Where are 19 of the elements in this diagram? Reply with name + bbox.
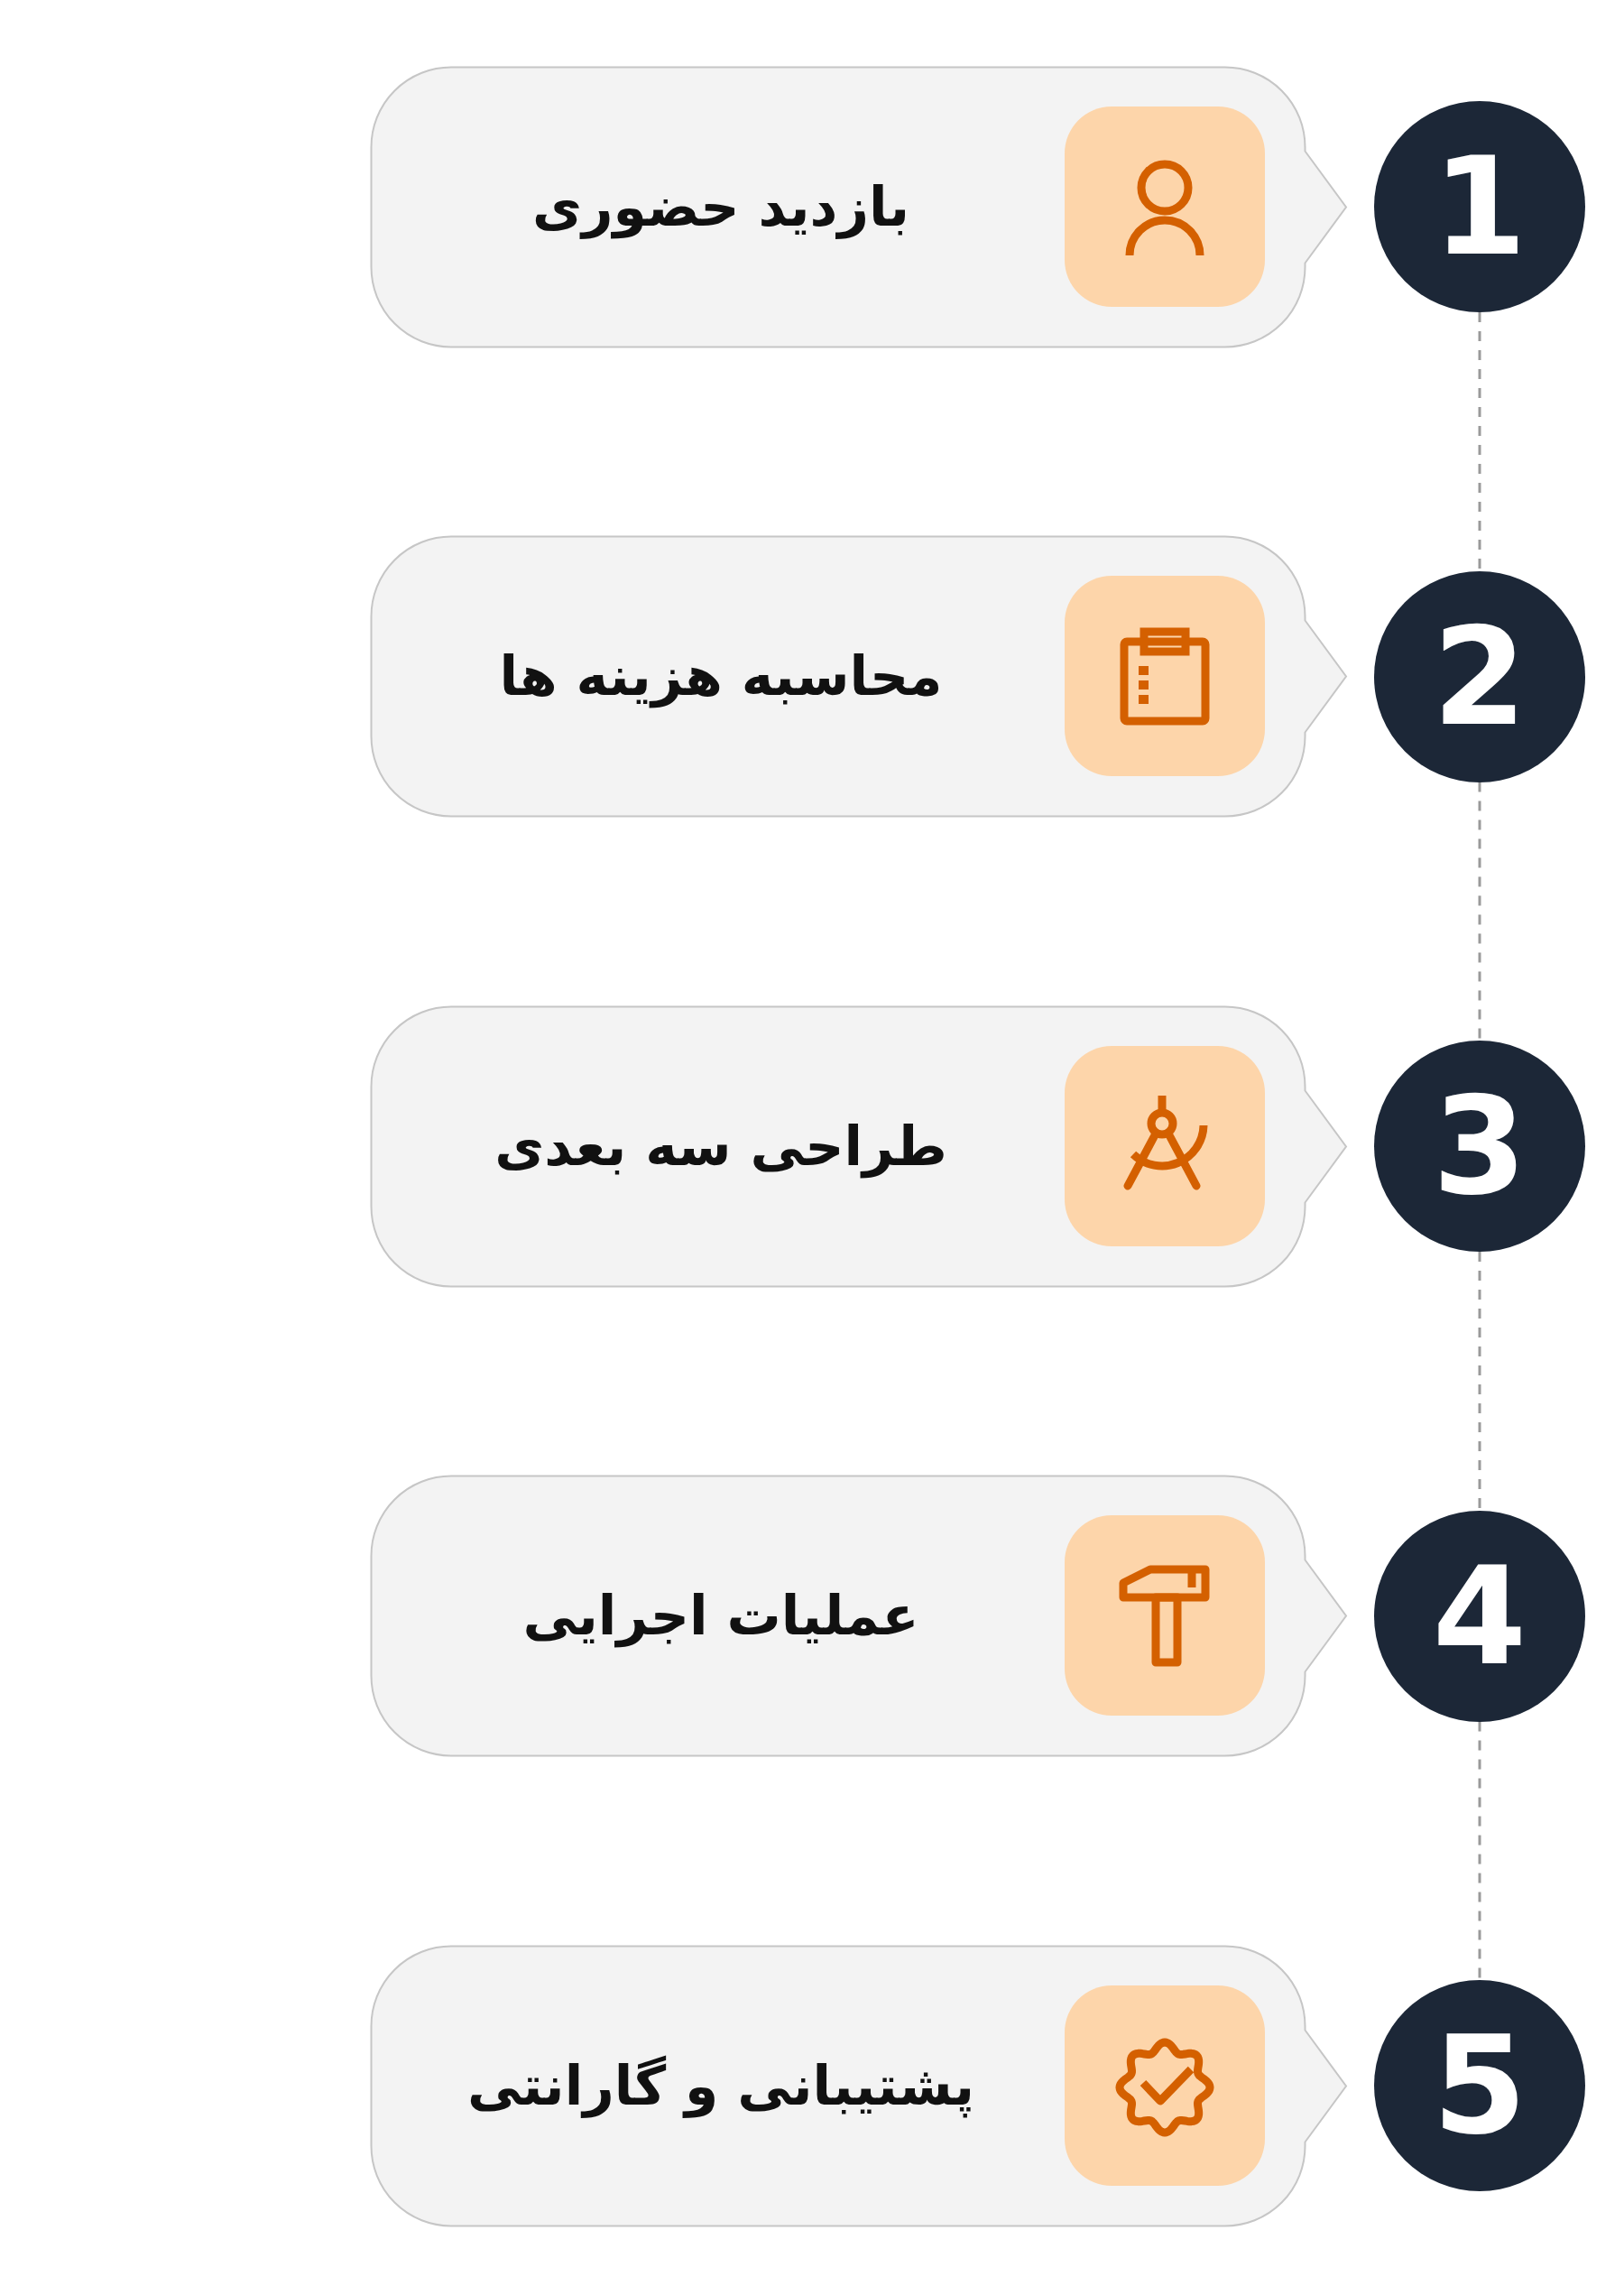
callout-card (370, 535, 1348, 818)
dashed-connector (1478, 1252, 1481, 1511)
step-number: 4 (1432, 1548, 1527, 1684)
callout-card (370, 1944, 1348, 2227)
callout-card (370, 1475, 1348, 1757)
dashed-connector (1478, 1721, 1481, 1980)
step-label: پشتیبانی و گارانتی (466, 2052, 975, 2120)
step-number: 2 (1432, 608, 1527, 745)
dashed-connector (1478, 312, 1481, 571)
step-label: طراحی سه بعدی (494, 1113, 947, 1180)
step-number: 1 (1432, 139, 1527, 274)
step-number: 3 (1432, 1078, 1527, 1214)
step-label: محاسبه هزینه ها (499, 643, 943, 710)
callout-card (370, 1004, 1348, 1288)
step-label: بازدید حضوری (532, 173, 909, 241)
callout-card (370, 65, 1348, 348)
step-label: عملیات اجرایی (522, 1583, 919, 1650)
dashed-connector (1478, 782, 1481, 1041)
step-number: 5 (1432, 2018, 1527, 2153)
